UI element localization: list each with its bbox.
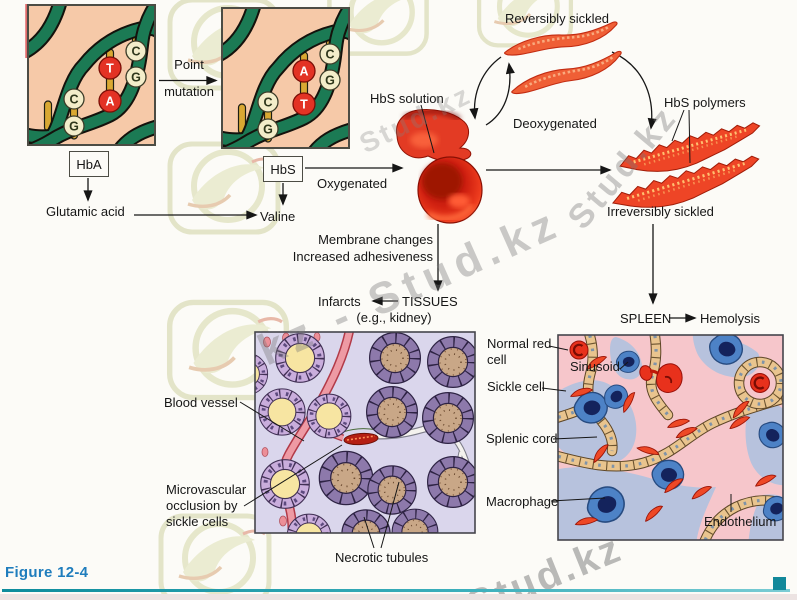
tissues-label: TISSUES: [402, 294, 458, 309]
base-letter: C: [131, 45, 140, 59]
hbs-box: HbS: [263, 156, 303, 182]
hba-box: HbA: [69, 151, 109, 177]
dna-panel-hba: C G T A C G: [27, 4, 156, 146]
hemolysis-label: Hemolysis: [700, 311, 760, 326]
flow-arrows: [83, 51, 697, 323]
sinusoid-label: Sinusoid: [570, 359, 620, 374]
base-letter: G: [69, 120, 79, 134]
reversibly-sickled-cells: [501, 20, 627, 96]
valine-label: Valine: [260, 209, 296, 224]
glutamic-acid-label: Glutamic acid: [46, 204, 125, 219]
endothelium-label: Endothelium: [704, 514, 777, 529]
base-letter: C: [263, 96, 272, 110]
base-letter: G: [131, 71, 141, 85]
blood-vessel-label: Blood vessel: [164, 395, 238, 410]
leader-lines: [239, 104, 732, 549]
hbs-solution-cells: [395, 109, 483, 224]
hbs-solution-label: HbS solution: [370, 91, 444, 106]
caption-rule-endcap: [773, 577, 786, 590]
base-letter: C: [325, 48, 334, 62]
irreversibly-sickled-label: Irreversibly sickled: [607, 204, 714, 219]
base-letter: T: [300, 98, 308, 112]
microvascular-occlusion-label: Microvascular occlusion by sickle cells: [166, 482, 247, 529]
base-letter: G: [263, 123, 273, 137]
base-letter: T: [106, 62, 114, 76]
sickle-cell-label: Sickle cell: [487, 379, 545, 394]
point-mutation-label-bottom: mutation: [164, 84, 214, 99]
infarcts-label: Infarcts: [318, 294, 361, 309]
squeezing-red-cell: [639, 363, 683, 393]
normal-red-cell-label: Normal red cell: [487, 336, 552, 367]
irreversibly-sickled-cells: [607, 120, 766, 217]
base-letter: G: [325, 74, 335, 88]
page-bottom-strip: [0, 594, 797, 600]
membrane-changes-label: Membrane changes: [318, 232, 433, 247]
base-letter: C: [69, 93, 78, 107]
base-letter: A: [105, 95, 114, 109]
hbs-polymers-label: HbS polymers: [664, 95, 746, 110]
spleen-label: SPLEEN: [620, 311, 672, 326]
caption-rule: [2, 589, 790, 592]
deoxygenated-label: Deoxygenated: [513, 116, 597, 131]
reversibly-sickled-label: Reversibly sickled: [505, 11, 610, 26]
kidney-histology-panel: [254, 331, 476, 534]
figure-caption: Figure 12-4: [5, 564, 89, 581]
splenic-cord-label: Splenic cord: [486, 431, 558, 446]
macrophage-label: Macrophage: [486, 494, 559, 509]
base-letter: A: [299, 65, 308, 79]
increased-adhesiveness-label: Increased adhesiveness: [292, 249, 433, 264]
oxygenated-label: Oxygenated: [317, 176, 388, 191]
point-mutation-label-top: Point: [174, 57, 204, 72]
necrotic-tubules-label: Necrotic tubules: [335, 550, 429, 565]
dna-panel-hbs: C G A T C G: [221, 7, 350, 149]
tissues-example-label: (e.g., kidney): [356, 310, 432, 325]
